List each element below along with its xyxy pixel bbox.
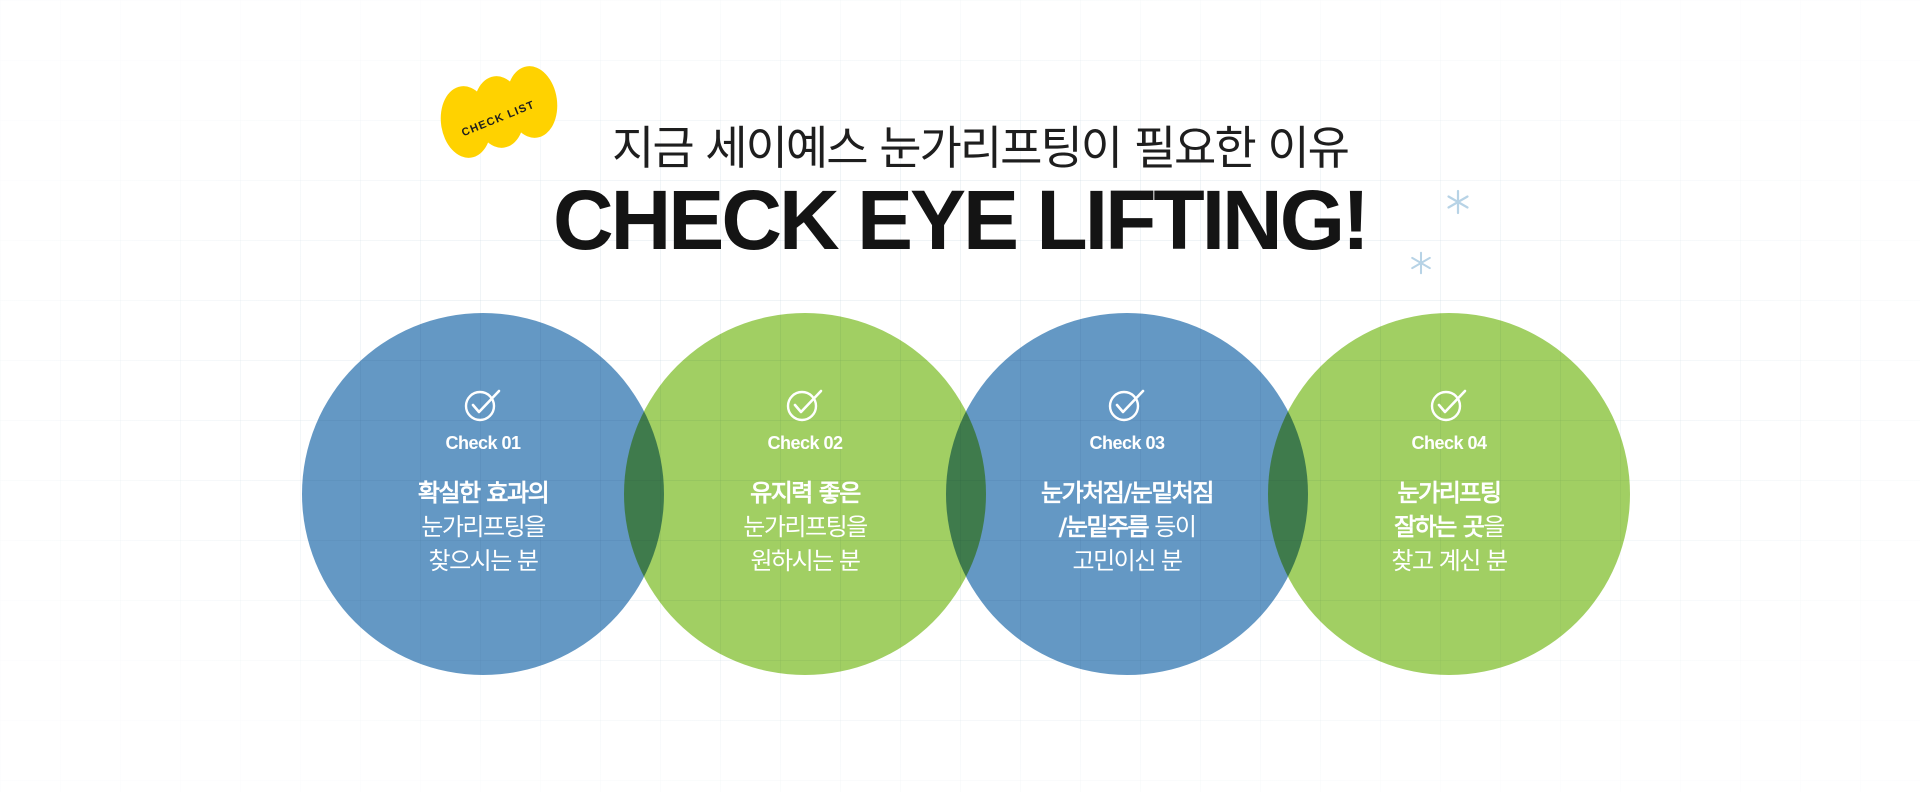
check-circle-4: [1268, 313, 1630, 675]
description-line: 눈가처짐/눈밑처짐: [1041, 476, 1214, 510]
description-text: 등이: [1148, 513, 1197, 541]
description-line: 눈가리프팅을: [743, 510, 868, 544]
description-text: 고민이신 분: [1072, 547, 1183, 575]
description-text: 눈가리프팅을: [421, 513, 546, 541]
description-emphasis: 눈가리프팅: [1397, 479, 1502, 507]
check-label: Check 03: [1089, 433, 1165, 453]
description-line: 잘하는 곳을: [1391, 510, 1506, 544]
check-circle-1: [302, 313, 664, 675]
description-emphasis: /눈밑주름: [1058, 513, 1150, 541]
description-line: 유지력 좋은: [743, 476, 866, 510]
description-text: 찾으시는 분: [428, 547, 539, 575]
check-label: Check 01: [445, 433, 521, 453]
sparkle-icon: [1411, 251, 1431, 275]
sparkle-icon: [1447, 189, 1469, 215]
description-line: 찾고 계신 분: [1391, 544, 1508, 578]
description-line: 원하시는 분: [743, 544, 866, 578]
description-text: 원하시는 분: [750, 547, 861, 575]
description-line: 고민이신 분: [1041, 544, 1213, 578]
page-subtitle: 지금 세이예스 눈가리프팅이 필요한 이유: [612, 121, 1350, 175]
check-mark-icon: [786, 389, 823, 422]
badge-blobs: [440, 66, 558, 158]
description-emphasis: 잘하는 곳: [1394, 513, 1485, 541]
description-emphasis: 눈가처짐/눈밑처짐: [1041, 479, 1214, 507]
description-line: 찾으시는 분: [418, 544, 548, 578]
description-emphasis: 유지력 좋은: [750, 479, 861, 507]
page-title: CHECK EYE LIFTING!: [552, 173, 1370, 267]
check-label: Check 02: [767, 433, 843, 453]
check-mark-icon: [464, 389, 501, 422]
check-list-badge: CHECK LIST: [440, 66, 558, 158]
description-line: /눈밑주름 등이: [1041, 510, 1213, 544]
description-text: 눈가리프팅을: [743, 513, 868, 541]
description-emphasis: 확실한 효과의: [417, 479, 550, 507]
check-circle-2: [624, 313, 986, 675]
description-line: 확실한 효과의: [417, 476, 550, 510]
check-label: Check 04: [1411, 433, 1487, 453]
check-circle-3: [946, 313, 1308, 675]
description-line: 눈가리프팅: [1391, 476, 1506, 510]
description-text: 을: [1483, 513, 1505, 541]
check-mark-icon: [1430, 389, 1467, 422]
description-line: 눈가리프팅을: [418, 510, 548, 544]
check-mark-icon: [1108, 389, 1145, 422]
description-text: 찾고 계신 분: [1391, 547, 1508, 575]
